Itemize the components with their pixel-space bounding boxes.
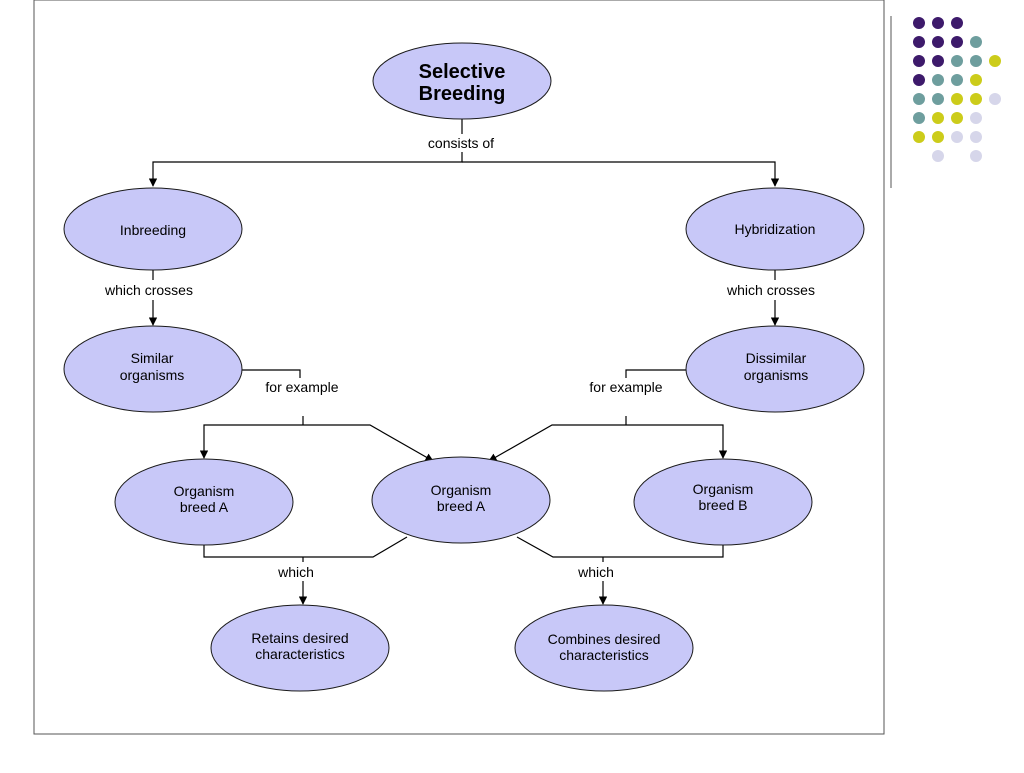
node-combines-desired: Combines desired characteristics xyxy=(514,604,694,692)
node-dissimilar-line2: organisms xyxy=(744,367,809,383)
node-breed-right-line1: Organism xyxy=(693,481,754,497)
node-retains-desired: Retains desired characteristics xyxy=(210,604,390,692)
left-result-link-label: which xyxy=(277,564,314,580)
node-retains-line2: characteristics xyxy=(255,646,344,662)
right-result-link-label: which xyxy=(577,564,614,580)
node-inbreeding: Inbreeding xyxy=(63,187,243,271)
node-dissimilar-organisms: Dissimilar organisms xyxy=(685,325,865,413)
node-title-line1: Selective xyxy=(419,61,506,83)
slide-frame xyxy=(33,0,885,735)
node-breed-center-line1: Organism xyxy=(431,482,492,498)
node-combines-line1: Combines desired xyxy=(548,631,661,647)
right-example-link-label: for example xyxy=(589,379,662,395)
node-similar-organisms: Similar organisms xyxy=(63,325,243,413)
node-selective-breeding: Selective Breeding xyxy=(372,42,552,120)
node-breed-left-line1: Organism xyxy=(174,483,235,499)
node-breed-right-line2: breed B xyxy=(698,497,747,513)
connectors xyxy=(148,119,780,605)
node-retains-line1: Retains desired xyxy=(251,630,348,646)
node-hybridization-label: Hybridization xyxy=(735,221,816,237)
root-link-label: consists of xyxy=(428,135,494,151)
node-organism-breed-left: Organism breed A xyxy=(114,458,294,546)
node-organism-breed-center: Organism breed A xyxy=(371,456,551,544)
node-title-line2: Breeding xyxy=(419,83,506,105)
node-dissimilar-line1: Dissimilar xyxy=(746,350,807,366)
node-hybridization: Hybridization xyxy=(685,187,865,271)
node-combines-line2: characteristics xyxy=(559,647,648,663)
right-crosses-link-label: which crosses xyxy=(726,282,815,298)
node-similar-line1: Similar xyxy=(131,350,174,366)
node-inbreeding-label: Inbreeding xyxy=(120,222,186,238)
decorative-dot-grid xyxy=(913,17,1001,162)
node-breed-center-line2: breed A xyxy=(437,498,486,514)
node-similar-line2: organisms xyxy=(120,367,185,383)
left-example-link-label: for example xyxy=(265,379,338,395)
node-organism-breed-right: Organism breed B xyxy=(633,458,813,546)
node-breed-left-line2: breed A xyxy=(180,499,229,515)
left-crosses-link-label: which crosses xyxy=(104,282,193,298)
